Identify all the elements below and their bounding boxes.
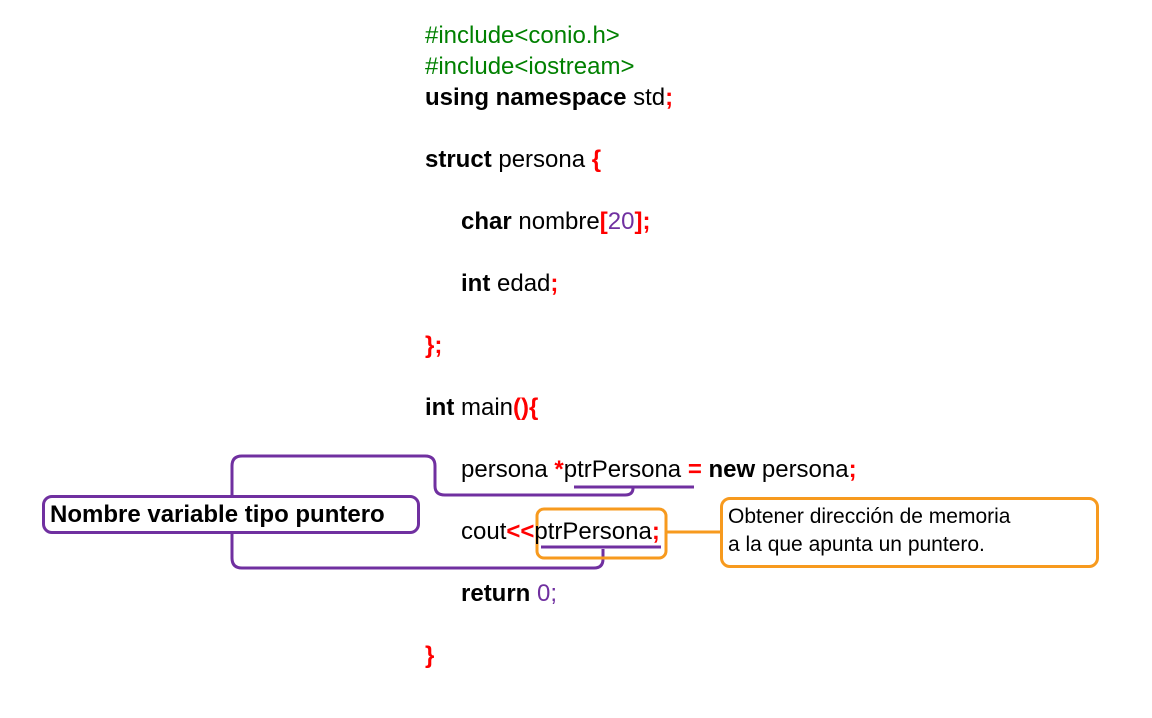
int-keyword: int <box>461 270 491 297</box>
return-value: 0; <box>530 580 558 607</box>
memory-note-line-1: Obtener dirección de memoria <box>728 505 1011 528</box>
using-keyword: using namespace <box>425 84 627 111</box>
semicolon: ; <box>665 84 674 111</box>
char-keyword: char <box>461 208 512 235</box>
edad-member: edad <box>490 270 551 297</box>
char-member-line: char nombre[20]; <box>461 208 650 236</box>
main-declaration-line: int main(){ <box>425 394 538 422</box>
ptr-variable-printed: ptrPersona <box>534 518 652 545</box>
stream-operator: << <box>506 518 535 545</box>
memory-note-line-2: a la que apunta un puntero. <box>728 533 985 556</box>
pointer-declaration-line: persona *ptrPersona = new persona; <box>461 456 857 484</box>
close-bracket-semicolon: ]; <box>634 208 651 235</box>
persona-type: persona <box>461 456 555 483</box>
using-namespace-line: using namespace std; <box>425 84 673 112</box>
memory-address-callout: Obtener dirección de memoria a la que ap… <box>720 497 1099 568</box>
semicolon: ; <box>550 270 559 297</box>
std-identifier: std <box>626 84 666 111</box>
struct-close-line: }; <box>425 332 443 359</box>
pointer-star: * <box>554 456 564 483</box>
cout-line: cout<<ptrPersona; <box>461 518 660 546</box>
pointer-variable-callout: Nombre variable tipo puntero <box>42 495 420 534</box>
int-member-line: int edad; <box>461 270 558 298</box>
semicolon: ; <box>848 456 857 483</box>
open-bracket: [ <box>599 208 608 235</box>
return-keyword: return <box>461 580 531 607</box>
nombre-member: nombre <box>511 208 600 235</box>
main-function-name: main <box>454 394 514 421</box>
struct-keyword: struct <box>425 146 492 173</box>
ptr-variable-declared: ptrPersona <box>563 456 682 483</box>
include-conio-line: #include<conio.h> <box>425 22 620 49</box>
array-size: 20 <box>607 208 635 235</box>
main-parens-brace: (){ <box>513 394 539 421</box>
main-close-line: } <box>425 642 435 669</box>
cout-identifier: cout <box>461 518 507 545</box>
persona-constructor: persona <box>755 456 849 483</box>
semicolon: ; <box>651 518 660 545</box>
assign-operator: = <box>681 456 709 483</box>
int-keyword: int <box>425 394 455 421</box>
struct-declaration-line: struct persona { <box>425 146 601 174</box>
new-keyword: new <box>708 456 756 483</box>
include-iostream-line: #include<iostream> <box>425 53 635 80</box>
return-line: return 0; <box>461 580 557 608</box>
struct-name: persona <box>491 146 592 173</box>
open-brace: { <box>591 146 602 173</box>
